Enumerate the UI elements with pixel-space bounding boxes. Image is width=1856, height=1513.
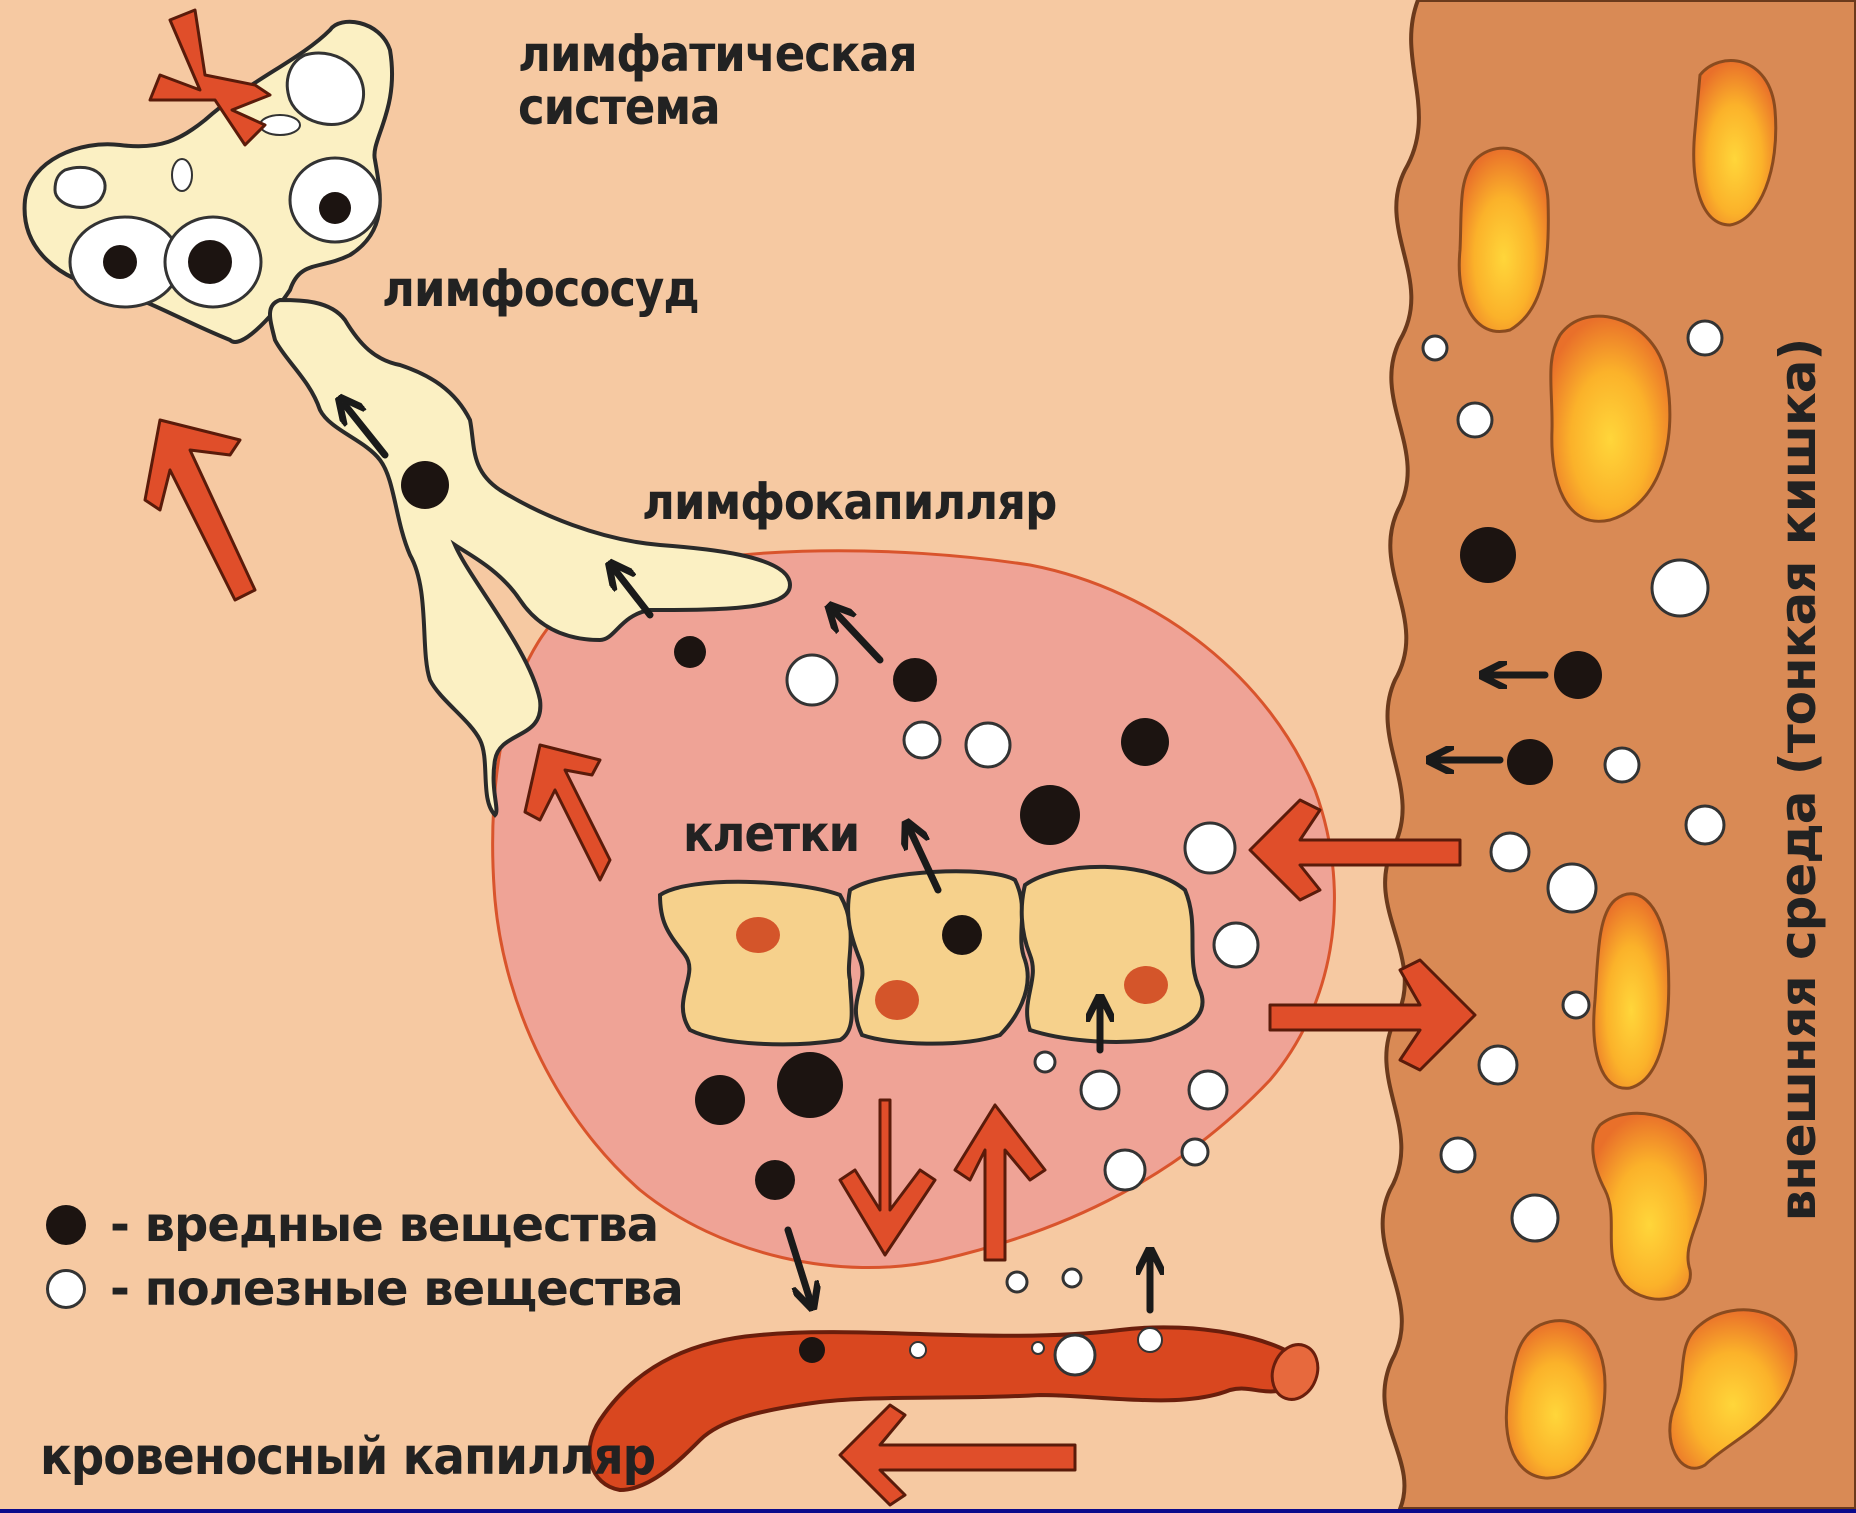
external-environment-label: внешняя среда (тонкая кишка) xyxy=(1769,339,1827,1222)
legend-item-harmful: - вредные вещества xyxy=(46,1193,683,1257)
lymph-vessel-label: лимфососуд xyxy=(382,263,699,316)
legend-item-useful: - полезные вещества xyxy=(46,1257,683,1321)
blood-capillary-label: кровеносный капилляр xyxy=(40,1430,655,1485)
lymph-system-label-line2: система xyxy=(518,81,917,134)
white-circle-icon xyxy=(46,1269,86,1309)
black-circle-icon xyxy=(46,1205,86,1245)
legend: - вредные вещества - полезные вещества xyxy=(46,1193,683,1321)
lymph-system-label: лимфатическая система xyxy=(518,28,917,133)
lymph-system-label-line1: лимфатическая xyxy=(518,28,917,81)
legend-useful-text: - полезные вещества xyxy=(110,1261,683,1317)
cells-label: клетки xyxy=(683,808,859,861)
tissue-cells xyxy=(660,867,1203,1044)
legend-harmful-text: - вредные вещества xyxy=(110,1197,658,1253)
lymph-capillary-label: лимфокапилляр xyxy=(642,476,1056,529)
